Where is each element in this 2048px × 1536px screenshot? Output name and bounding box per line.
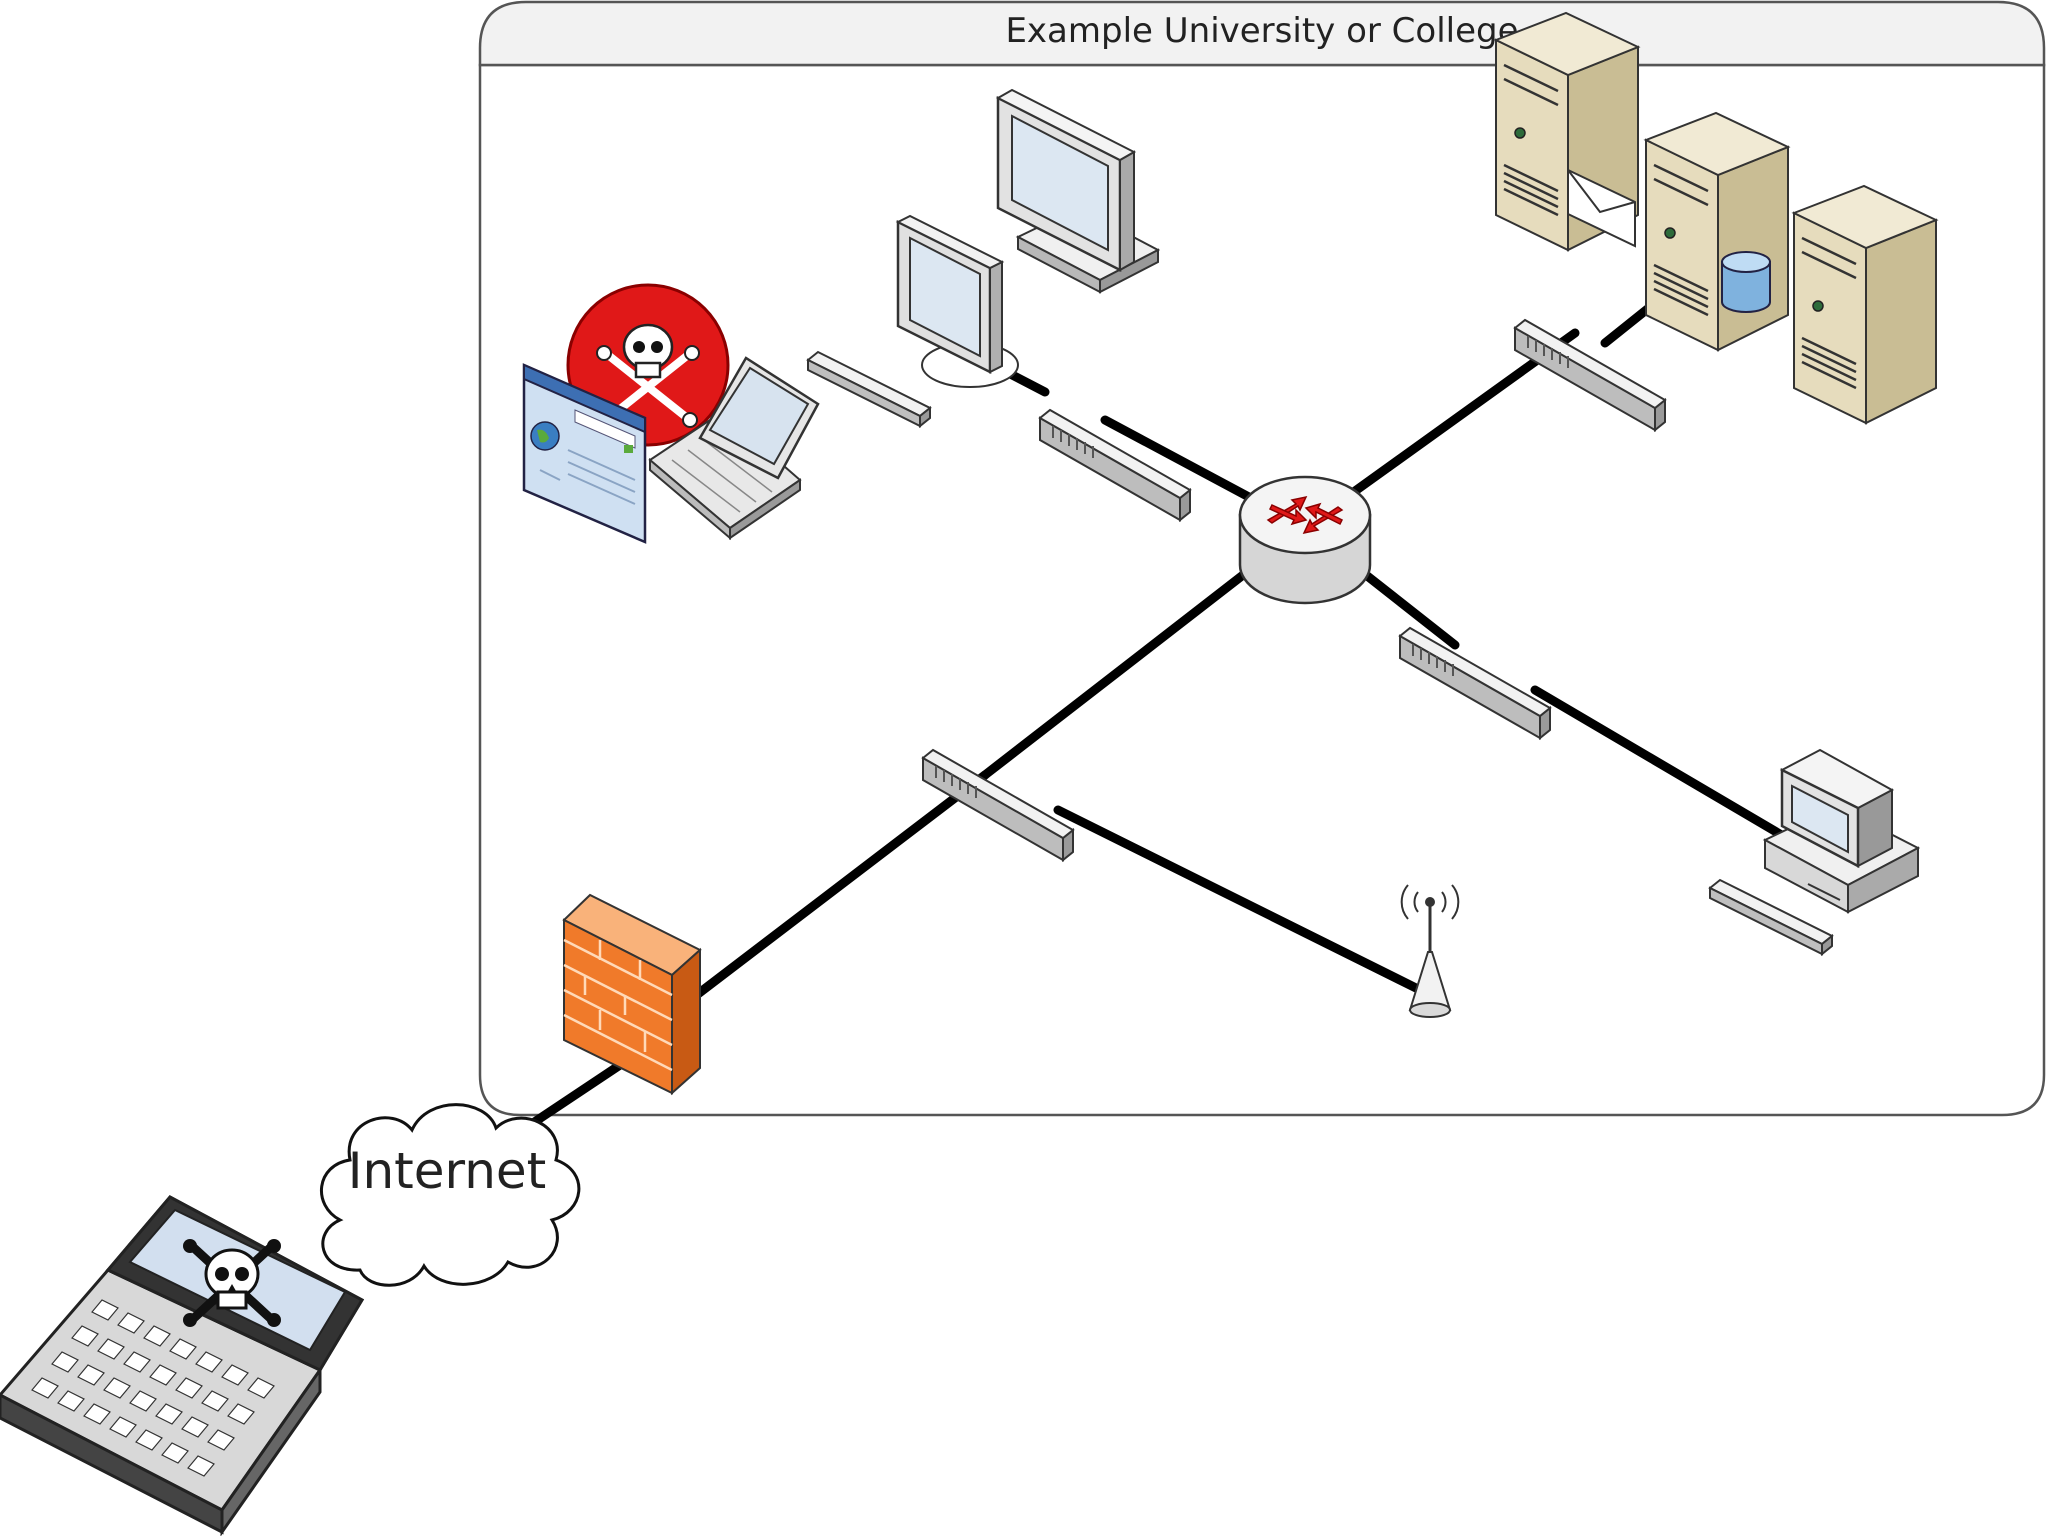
mail-icon [1567, 168, 1636, 248]
desktop-icon [895, 214, 1019, 388]
boundary-header [478, 0, 2046, 67]
skull-icon [183, 1239, 281, 1327]
database-icon [1721, 251, 1771, 313]
firewall-icon [562, 893, 702, 1096]
link-right-switch-pc [1530, 685, 1795, 845]
web-page-icon [522, 363, 647, 544]
link-switch-ap [1053, 805, 1425, 995]
wireless-ap-icon [1400, 884, 1460, 1018]
link-firewall-switch [685, 770, 990, 1005]
router-icon [1238, 475, 1372, 605]
cloud-icon: Internet [319, 1103, 581, 1287]
cloud-label: Internet [348, 1142, 547, 1200]
server-icon [1644, 111, 1790, 352]
compromised-laptop-icon [566, 283, 820, 541]
boundary-title: Example University or College [1005, 11, 1518, 51]
monitor-icon [995, 88, 1161, 294]
server-icon [1792, 184, 1938, 425]
keyboard-keys [31, 1299, 275, 1477]
laptop-attacker-icon [0, 1195, 365, 1536]
desktop-icon [1762, 748, 1921, 914]
link-firewall-internet [525, 1060, 625, 1130]
